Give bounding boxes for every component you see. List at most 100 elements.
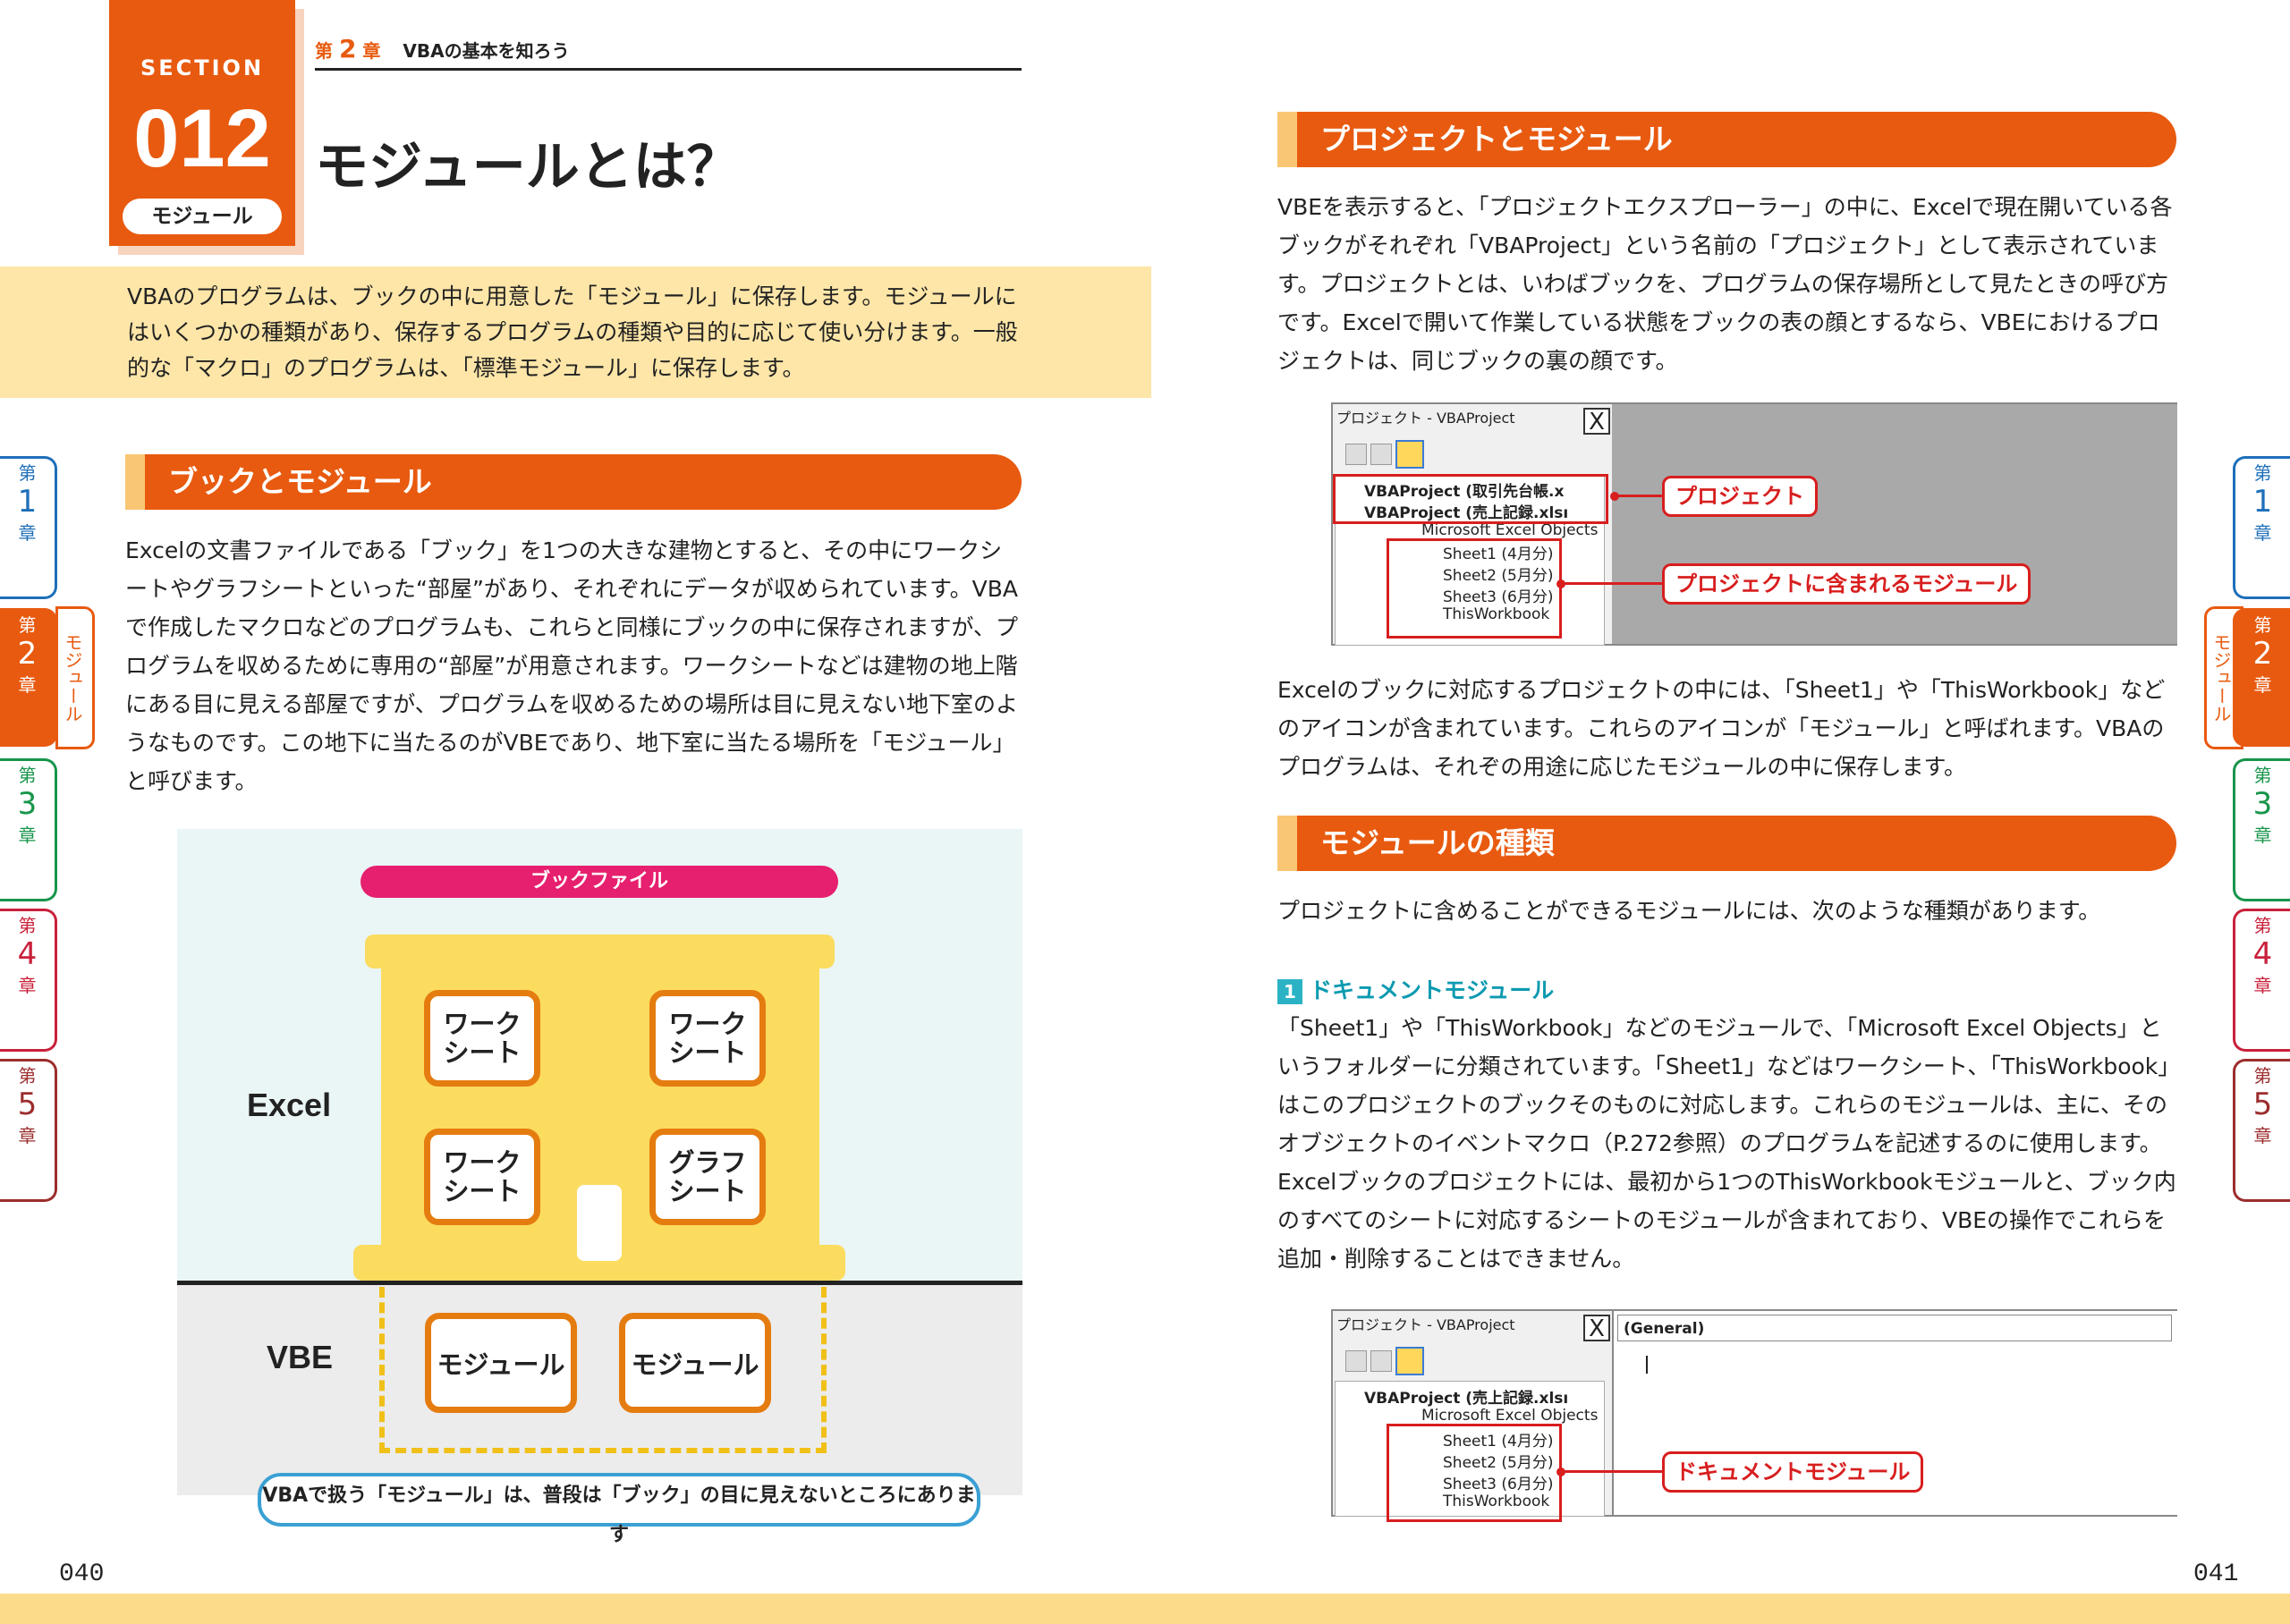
- tree-project-1[interactable]: VBAProject (取引先台帳.x: [1364, 483, 1565, 501]
- chapter-tab-2-active-right[interactable]: 第 2 章: [2233, 608, 2290, 747]
- right-body-text-2: Excelのブックに対応するプロジェクトの中には、「Sheet1」や「ThisW…: [1277, 677, 2166, 780]
- heading-bar: [1277, 112, 1297, 167]
- chapter-tab-3-right[interactable]: 第 3 章: [2233, 758, 2290, 901]
- code-pane-empty: [1612, 404, 2177, 644]
- tab-prefix: 第: [18, 1065, 37, 1087]
- book-illustration: ブックファイル ワーク シート ワーク シート ワーク シート グラフ シート …: [177, 829, 1022, 1546]
- left-body-text: Excelの文書ファイルである「ブック」を1つの大きな建物とすると、その中にワー…: [125, 537, 1019, 794]
- tab-number: 5: [2252, 1087, 2273, 1122]
- chapter-tab-5-right[interactable]: 第 5 章: [2233, 1059, 2290, 1202]
- tab-number: 2: [2252, 636, 2273, 672]
- chapter-tab-1[interactable]: 第 1 章: [0, 456, 57, 599]
- subheading-document-module: 1 ドキュメントモジュール: [1277, 973, 1554, 1005]
- tab-prefix: 第: [2253, 462, 2272, 484]
- callout-dot: [1556, 579, 1565, 588]
- tree-project[interactable]: VBAProject (売上記録.xlsı: [1364, 1390, 1569, 1408]
- chapter-tab-4-right[interactable]: 第 4 章: [2233, 909, 2290, 1052]
- right-page-number: 041: [2193, 1561, 2239, 1588]
- callout-dot: [1556, 1468, 1565, 1476]
- toggle-folders-icon[interactable]: [1395, 1347, 1424, 1375]
- object-dropdown[interactable]: (General): [1617, 1315, 2172, 1341]
- tab-number: 1: [2252, 484, 2273, 520]
- tree-item-sheet2[interactable]: Sheet2 (5月分): [1443, 567, 1554, 585]
- view-code-icon[interactable]: [1345, 1350, 1367, 1372]
- tab-suffix: 章: [18, 674, 37, 696]
- right-body-text-1: VBEを表示すると、「プロジェクトエクスプローラー」の中に、Excelで現在開い…: [1277, 194, 2173, 374]
- tab-suffix: 章: [18, 522, 37, 544]
- project-explorer-screenshot-1: プロジェクト - VBAProject X VBAProject (取引先台帳.…: [1331, 402, 2177, 646]
- tab-prefix: 第: [18, 614, 37, 636]
- heading-text: プロジェクトとモジュール: [1320, 122, 1673, 156]
- subheading-text: ドキュメントモジュール: [1310, 977, 1555, 1003]
- callout-dot: [1610, 492, 1619, 501]
- chapter-tab-3[interactable]: 第 3 章: [0, 758, 57, 901]
- highlight-projects: [1333, 474, 1608, 524]
- footer-strip: [0, 1594, 2290, 1624]
- highlight-modules: [1387, 538, 1562, 639]
- highlight-document-modules: [1387, 1424, 1562, 1522]
- room-worksheet-2: ワーク シート: [649, 990, 766, 1087]
- tree-item-thisworkbook[interactable]: ThisWorkbook: [1443, 605, 1550, 623]
- callout-document-module: ドキュメントモジュール: [1662, 1451, 1924, 1493]
- callout-line: [1562, 1470, 1662, 1473]
- tab-number: 3: [2252, 786, 2273, 822]
- right-body-text-5: Excelブックのプロジェクトには、最初から1つのThisWorkbookモジュ…: [1277, 1169, 2176, 1272]
- toggle-folders-icon[interactable]: [1395, 440, 1424, 469]
- callout-line: [1616, 495, 1662, 497]
- tree-item-sheet1[interactable]: Sheet1 (4月分): [1443, 1433, 1554, 1451]
- intro-text: VBAのプログラムは、ブックの中に用意した「モジュール」に保存します。モジュール…: [127, 283, 1018, 381]
- chapter-suffix: 章: [362, 40, 381, 62]
- tab-suffix: 章: [2253, 522, 2272, 544]
- tab-number: 5: [17, 1087, 38, 1122]
- tree-project-2[interactable]: VBAProject (売上記録.xlsı: [1364, 504, 1569, 522]
- section-badge: SECTION 012 モジュール: [109, 0, 295, 246]
- tab-prefix: 第: [18, 765, 37, 786]
- tab-number: 4: [17, 936, 38, 972]
- tab-prefix: 第: [2253, 614, 2272, 636]
- close-icon[interactable]: X: [1583, 408, 1610, 435]
- text-cursor: [1646, 1356, 1648, 1374]
- module-room-2: モジュール: [619, 1313, 771, 1413]
- tree-item-sheet3[interactable]: Sheet3 (6月分): [1443, 1476, 1554, 1493]
- caption-bubble: VBAで扱う「モジュール」は、普段は「ブック」の目に見えないところにあります: [258, 1473, 980, 1546]
- heading-text: ブックとモジュール: [168, 464, 432, 499]
- excel-label: Excel: [247, 1087, 332, 1123]
- book-file-label: ブックファイル: [360, 866, 838, 898]
- heading-module-types: モジュールの種類: [1277, 816, 2176, 871]
- project-explorer-screenshot-2: プロジェクト - VBAProject X (General) VBAProje…: [1331, 1309, 2179, 1522]
- chapter-tab-2-active[interactable]: 第 2 章: [0, 608, 57, 747]
- right-body-text-3: プロジェクトに含めることができるモジュールには、次のような種類があります。: [1277, 898, 2101, 924]
- chapter-tab-4[interactable]: 第 4 章: [0, 909, 57, 1052]
- section-number: 012: [133, 93, 271, 184]
- heading-project-module: プロジェクトとモジュール: [1277, 112, 2176, 167]
- subheading-number: 1: [1277, 979, 1302, 1004]
- view-code-icon[interactable]: [1345, 444, 1367, 465]
- room-graphsheet: グラフ シート: [649, 1129, 766, 1225]
- tab-prefix: 第: [2253, 915, 2272, 936]
- tab-suffix: 章: [2253, 975, 2272, 996]
- view-object-icon[interactable]: [1370, 1350, 1392, 1372]
- building-door: [577, 1185, 622, 1261]
- tab-suffix: 章: [2253, 674, 2272, 696]
- left-page-number: 040: [59, 1561, 105, 1588]
- tree-folder[interactable]: Microsoft Excel Objects: [1421, 521, 1599, 539]
- chapter-tab-5[interactable]: 第 5 章: [0, 1059, 57, 1202]
- tree-item-thisworkbook[interactable]: ThisWorkbook: [1443, 1493, 1550, 1510]
- tab-prefix: 第: [2253, 765, 2272, 786]
- tab-suffix: 章: [2253, 825, 2272, 846]
- tab-suffix: 章: [18, 975, 37, 996]
- chapter-tab-1-right[interactable]: 第 1 章: [2233, 456, 2290, 599]
- tab-suffix: 章: [2253, 1125, 2272, 1146]
- section-tag: モジュール: [123, 199, 282, 234]
- module-area-dashed: [379, 1287, 827, 1453]
- right-body-text-4: 「Sheet1」や「ThisWorkbook」などのモジュールで、「Micros…: [1277, 1015, 2169, 1156]
- close-icon[interactable]: X: [1583, 1315, 1610, 1341]
- tab-prefix: 第: [2253, 1065, 2272, 1087]
- tree-item-sheet2[interactable]: Sheet2 (5月分): [1443, 1454, 1554, 1472]
- tree-item-sheet1[interactable]: Sheet1 (4月分): [1443, 546, 1554, 563]
- tree-item-sheet3[interactable]: Sheet3 (6月分): [1443, 588, 1554, 606]
- tab-number: 2: [17, 636, 38, 672]
- tree-folder[interactable]: Microsoft Excel Objects: [1421, 1407, 1599, 1425]
- view-object-icon[interactable]: [1370, 444, 1392, 465]
- tab-number: 3: [17, 786, 38, 822]
